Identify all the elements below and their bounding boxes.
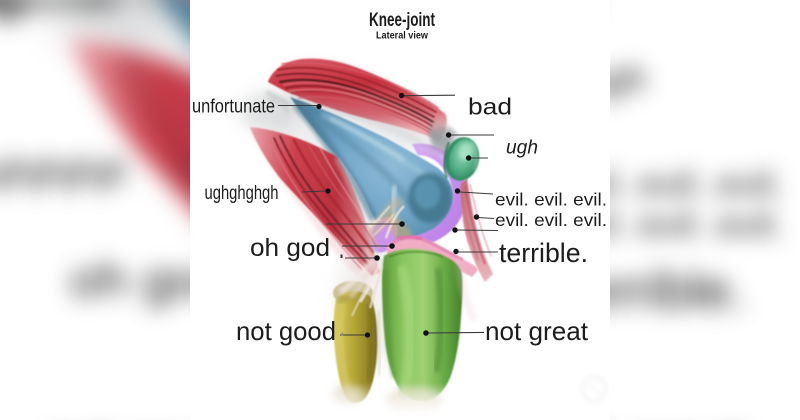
svg-text:ughghghgh: ughghghgh: [0, 150, 127, 192]
svg-text:unfortunate: unfortunate: [0, 0, 120, 19]
